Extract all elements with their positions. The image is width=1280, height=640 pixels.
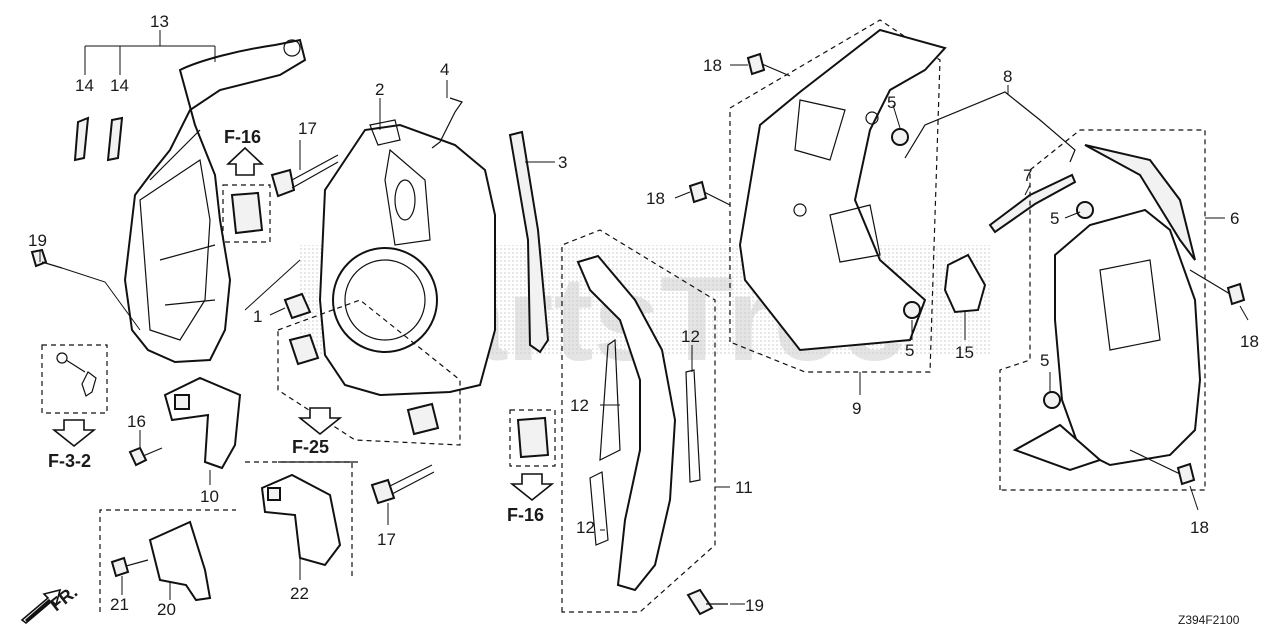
f16-top-box [222, 184, 271, 243]
callout-15: 15 [955, 343, 974, 362]
leader-lines [39, 30, 1249, 605]
part-10-bracket [163, 376, 242, 470]
part-18-bolt-top [746, 52, 791, 77]
callout-10: 10 [200, 487, 219, 506]
callout-8: 8 [1003, 67, 1012, 86]
part-5-nut-b [903, 301, 921, 319]
callout-6: 6 [1230, 209, 1239, 228]
part-16-bolt [128, 446, 163, 467]
part-6-cover [1012, 144, 1202, 472]
callout-22: 22 [290, 584, 309, 603]
f25-group-outline [277, 299, 461, 446]
part-8-wire [904, 91, 1076, 163]
callout-19b: 19 [745, 596, 764, 615]
f25-arrow [297, 407, 343, 436]
callout-5d: 5 [1040, 351, 1049, 370]
grommet-top [230, 191, 264, 235]
part-5-nut-d [1043, 391, 1061, 409]
part-13-left-shroud [123, 38, 307, 364]
part-3-seal [508, 130, 550, 354]
callout-18d: 18 [1190, 518, 1209, 537]
diagram-code: Z394F2100 [1178, 613, 1240, 627]
f16-top-arrow [225, 146, 265, 176]
callout-19a: 19 [28, 231, 47, 250]
f16-bottom-box [509, 409, 556, 467]
part-17-bolt-bottom [370, 464, 435, 505]
callout-5a: 5 [887, 93, 896, 112]
ref-f32: F-3-2 [48, 451, 91, 471]
part-9-cover [738, 28, 947, 352]
front-arrow-icon [20, 588, 62, 625]
part-18-bolt-mid [688, 180, 731, 206]
callout-17b: 17 [377, 530, 396, 549]
callout-18b: 18 [646, 189, 665, 208]
callout-12c: 12 [576, 518, 595, 537]
callout-16: 16 [127, 412, 146, 431]
callout-1: 1 [253, 307, 262, 326]
part-7-clip [988, 173, 1077, 234]
callout-12a: 12 [570, 396, 589, 415]
part-5-nut-a [891, 128, 909, 146]
part-9-frame [729, 19, 941, 373]
part-4-wire [431, 97, 463, 149]
part-18-bolt-right-bottom [1129, 449, 1196, 486]
part-17-bolt-top [270, 154, 339, 198]
callout-20: 20 [157, 600, 176, 619]
part-14-strips [73, 116, 124, 162]
part-11-panel [576, 254, 701, 592]
callout-18a: 18 [703, 56, 722, 75]
part-2-fan-housing [318, 119, 496, 397]
callout-14b: 14 [110, 76, 129, 95]
part-19-bolt-left [30, 248, 63, 269]
callout-5c: 5 [1050, 209, 1059, 228]
f32-arrow [51, 419, 97, 448]
part-6-frame [999, 129, 1206, 491]
part-11-frame [561, 229, 716, 613]
callout-4: 4 [440, 60, 449, 79]
ref-f16-bottom: F-16 [507, 505, 544, 525]
callout-13: 13 [150, 12, 169, 31]
part-22-bracket [260, 473, 342, 567]
part-19-screw-bottom [686, 588, 728, 616]
ref-f16-top: F-16 [224, 127, 261, 147]
callout-2: 2 [375, 80, 384, 99]
callout-9: 9 [852, 399, 861, 418]
part-5-nut-c [1076, 201, 1094, 219]
callout-5b: 5 [905, 341, 914, 360]
part-21-bolt [110, 556, 149, 578]
part-15-grommet [943, 253, 987, 314]
f32-box [41, 344, 108, 414]
part-1-parts [283, 292, 440, 436]
callout-21: 21 [110, 595, 129, 614]
callout-3: 3 [558, 153, 567, 172]
grommet-bottom [516, 416, 550, 459]
callout-7: 7 [1023, 166, 1032, 185]
callout-11: 11 [735, 478, 753, 497]
callout-12b: 12 [681, 327, 700, 346]
ref-f25: F-25 [292, 437, 329, 457]
part-18-bolt-right-top [1189, 269, 1246, 306]
part-20-box [99, 509, 236, 612]
callout-14a: 14 [75, 76, 94, 95]
f32-parts [56, 352, 97, 397]
callout-17a: 17 [298, 119, 317, 138]
f16-bottom-arrow [509, 473, 555, 502]
front-label: FR. [46, 582, 81, 616]
part-20-bracket [148, 520, 212, 602]
callout-18c: 18 [1240, 332, 1259, 351]
